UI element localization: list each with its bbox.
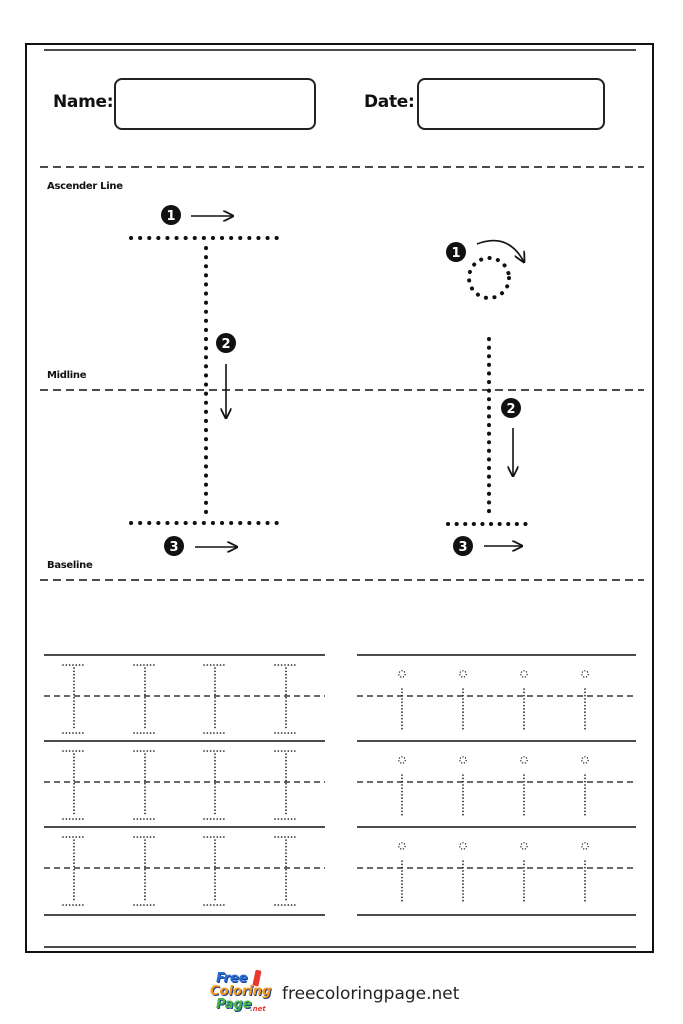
practice-letter-dot <box>581 670 589 678</box>
uppercase-step-1-number: 1 <box>166 209 175 224</box>
practice-letter-dot <box>459 842 467 850</box>
practice-letter-dot <box>398 842 406 850</box>
lowercase-step-1: 1 <box>446 239 524 262</box>
lowercase-step-2: 2 <box>501 398 521 476</box>
name-label: Name: <box>53 92 114 112</box>
logo-word-1: Free <box>216 971 248 986</box>
site-logo: Free Coloring Page .net <box>210 968 271 1018</box>
ascender-line-label: Ascender Line <box>47 181 123 192</box>
practice-letter-dot <box>520 842 528 850</box>
lowercase-step-1-number: 1 <box>451 246 460 261</box>
uppercase-step-1: 1 <box>161 205 233 225</box>
practice-letter-dot <box>581 756 589 764</box>
tracing-area: 1 2 3 1 2 3 <box>40 49 644 948</box>
uppercase-step-2: 2 <box>216 333 236 418</box>
lowercase-step-3: 3 <box>453 536 522 556</box>
logo-word-2: Coloring <box>210 984 272 999</box>
logo-word-4: .net <box>250 1005 266 1013</box>
practice-area <box>44 654 636 916</box>
date-field[interactable] <box>417 78 605 130</box>
practice-letter-dot <box>398 670 406 678</box>
practice-letter-dot <box>520 756 528 764</box>
uppercase-step-3: 3 <box>164 536 237 556</box>
lowercase-i-model <box>446 256 532 526</box>
midline-label: Midline <box>47 370 87 381</box>
practice-letter-dot <box>459 670 467 678</box>
name-field[interactable] <box>114 78 316 130</box>
logo-word-3: Page <box>216 997 252 1012</box>
footer-site-link[interactable]: freecoloringpage.net <box>282 984 460 1004</box>
lowercase-step-2-number: 2 <box>506 402 515 417</box>
practice-letter-dot <box>520 670 528 678</box>
lowercase-step-3-number: 3 <box>458 540 467 555</box>
worksheet-sheet <box>25 43 654 953</box>
uppercase-step-2-number: 2 <box>221 337 230 352</box>
practice-letter-dot <box>398 756 406 764</box>
uppercase-step-3-number: 3 <box>169 540 178 555</box>
practice-letter-dot <box>459 756 467 764</box>
baseline-label: Baseline <box>47 560 93 571</box>
practice-letter-dot <box>581 842 589 850</box>
date-label: Date: <box>364 92 415 112</box>
uppercase-i-model <box>129 236 282 525</box>
